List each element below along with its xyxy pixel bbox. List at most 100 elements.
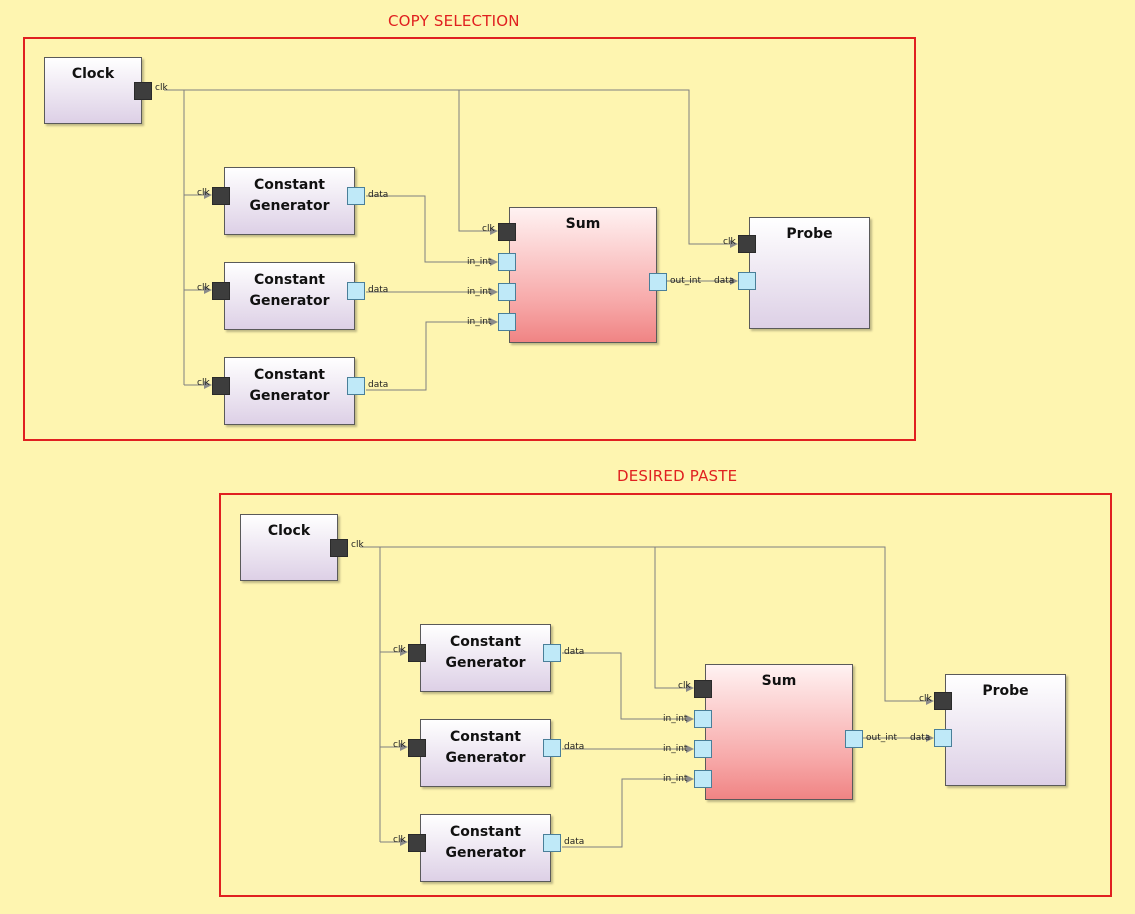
sum-in-port[interactable]: [498, 283, 516, 301]
wire-clk-bus: [360, 546, 926, 702]
clock-title: Clock: [267, 523, 311, 539]
sum-in-label: in_int: [663, 714, 688, 724]
arrow-sum-clk: [686, 684, 694, 692]
cg-clk-port[interactable]: [408, 739, 426, 757]
arrow-cg3-clk: [204, 381, 212, 389]
arrow-probe-data: [926, 734, 934, 742]
clock-clk-port[interactable]: [330, 539, 348, 557]
constant-generator-block[interactable]: Constant Generator: [224, 357, 355, 425]
desired-paste-title: DESIRED PASTE: [617, 467, 738, 485]
clock-block[interactable]: Clock: [240, 514, 338, 581]
probe-data-port[interactable]: [738, 272, 756, 290]
cg-data-port[interactable]: [543, 739, 561, 757]
sum-in-label: in_int: [663, 744, 688, 754]
clock-clk-label: clk: [155, 83, 168, 93]
cg-clk-port[interactable]: [212, 377, 230, 395]
sum-in-label: in_int: [467, 287, 492, 297]
probe-block[interactable]: Probe: [749, 217, 870, 329]
constant-generator-block[interactable]: Constant Generator: [420, 624, 551, 692]
wire-data-cg1: [366, 195, 490, 263]
sum-in-label: in_int: [663, 774, 688, 784]
arrow-probe-data: [730, 277, 738, 285]
cg-clk-port[interactable]: [212, 187, 230, 205]
copy-selection-diagram: Clock clk Constant Generator clk data Co…: [44, 57, 944, 457]
sum-in-port[interactable]: [694, 770, 712, 788]
sum-out-port[interactable]: [649, 273, 667, 291]
constant-generator-block[interactable]: Constant Generator: [420, 814, 551, 882]
cg-title-line2: Generator: [445, 655, 526, 671]
wire-layer: [164, 89, 738, 391]
wire-data-cg3: [562, 778, 686, 848]
wire-clk-bus: [164, 89, 730, 245]
cg-clk-port[interactable]: [408, 644, 426, 662]
cg-data-port[interactable]: [347, 282, 365, 300]
cg-clk-label: clk: [197, 283, 210, 293]
cg-title-line1: Constant: [450, 824, 521, 840]
sum-block[interactable]: Sum: [705, 664, 853, 800]
probe-title: Probe: [786, 226, 833, 242]
cg-clk-label: clk: [393, 645, 406, 655]
clock-clk-label: clk: [351, 540, 364, 550]
clock-block[interactable]: Clock: [44, 57, 142, 124]
cg-data-port[interactable]: [347, 187, 365, 205]
cg-title-line2: Generator: [445, 845, 526, 861]
probe-data-port[interactable]: [934, 729, 952, 747]
sum-out-label: out_int: [866, 733, 897, 743]
wire-clk-sum: [654, 547, 686, 689]
cg-title-line1: Constant: [450, 729, 521, 745]
cg-title-line2: Generator: [249, 293, 330, 309]
cg-clk-port[interactable]: [212, 282, 230, 300]
constant-generator-block[interactable]: Constant Generator: [224, 167, 355, 235]
wire-clk-sum: [458, 90, 490, 232]
sum-title: Sum: [761, 673, 797, 689]
arrow-sum-in3: [490, 318, 498, 326]
cg-data-label: data: [368, 285, 389, 295]
cg-title-line1: Constant: [450, 634, 521, 650]
cg-clk-label: clk: [393, 835, 406, 845]
cg-data-port[interactable]: [543, 834, 561, 852]
sum-block[interactable]: Sum: [509, 207, 657, 343]
cg-clk-label: clk: [393, 740, 406, 750]
probe-data-label: data: [910, 733, 931, 743]
cg-clk-label: clk: [197, 378, 210, 388]
arrow-cg1-clk: [204, 191, 212, 199]
arrow-cg1-clk: [400, 648, 408, 656]
cg-title-line1: Constant: [254, 272, 325, 288]
probe-clk-label: clk: [723, 237, 736, 247]
probe-clk-port[interactable]: [738, 235, 756, 253]
arrow-sum-in1: [490, 258, 498, 266]
constant-generator-block[interactable]: Constant Generator: [224, 262, 355, 330]
desired-paste-diagram: Clock clk Constant Generator clk data Co…: [240, 514, 1135, 914]
cg-data-port[interactable]: [347, 377, 365, 395]
sum-title: Sum: [565, 216, 601, 232]
cg-title-line2: Generator: [445, 750, 526, 766]
arrow-sum-in1: [686, 715, 694, 723]
constant-generator-block[interactable]: Constant Generator: [420, 719, 551, 787]
probe-clk-port[interactable]: [934, 692, 952, 710]
clock-clk-port[interactable]: [134, 82, 152, 100]
sum-in-port[interactable]: [694, 710, 712, 728]
arrow-probe-clk: [730, 240, 738, 248]
probe-data-label: data: [714, 276, 735, 286]
arrow-cg3-clk: [400, 838, 408, 846]
cg-title-line2: Generator: [249, 388, 330, 404]
probe-clk-label: clk: [919, 694, 932, 704]
desired-paste-frame: [219, 493, 1112, 897]
sum-in-label: in_int: [467, 317, 492, 327]
sum-out-label: out_int: [670, 276, 701, 286]
sum-in-port[interactable]: [498, 313, 516, 331]
cg-clk-port[interactable]: [408, 834, 426, 852]
sum-in-port[interactable]: [694, 740, 712, 758]
arrow-cg2-clk: [204, 286, 212, 294]
sum-in-label: in_int: [467, 257, 492, 267]
probe-title: Probe: [982, 683, 1029, 699]
cg-title-line2: Generator: [249, 198, 330, 214]
probe-block[interactable]: Probe: [945, 674, 1066, 786]
sum-in-port[interactable]: [498, 253, 516, 271]
sum-clk-port[interactable]: [498, 223, 516, 241]
sum-out-port[interactable]: [845, 730, 863, 748]
cg-data-port[interactable]: [543, 644, 561, 662]
sum-clk-port[interactable]: [694, 680, 712, 698]
cg-title-line1: Constant: [254, 367, 325, 383]
wire-data-cg1: [562, 652, 686, 720]
